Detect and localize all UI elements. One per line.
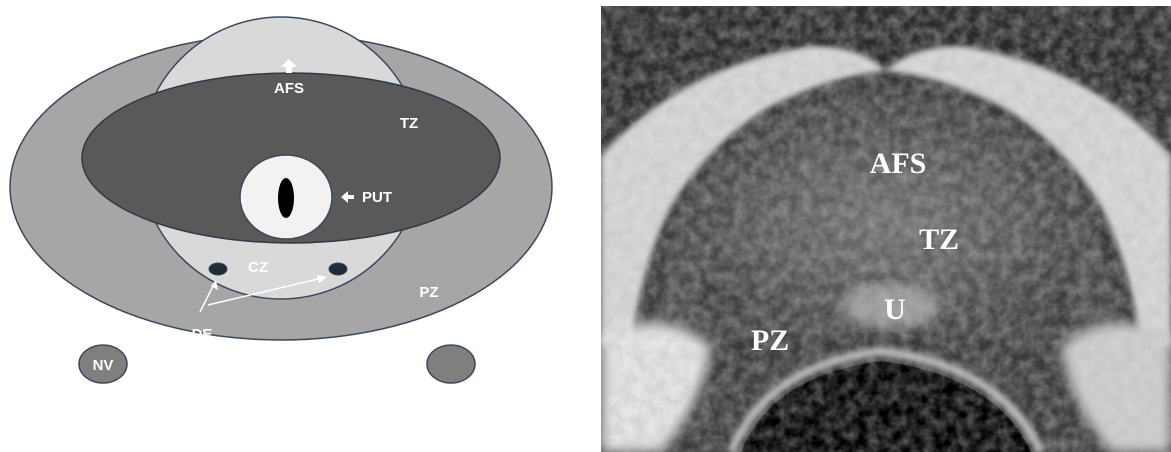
mri-tz-label: TZ	[919, 223, 959, 256]
mri-u-label: U	[884, 293, 906, 326]
urethra-lumen	[278, 178, 294, 218]
prostate-zonal-schematic: AFS TZ PUT CZ PZ DE NV	[0, 0, 590, 452]
de-label: DE	[192, 326, 213, 343]
ejaculatory-duct-left	[209, 263, 227, 275]
mri-pz-label: PZ	[751, 324, 789, 357]
neurovascular-bundle-right	[427, 345, 475, 383]
afs-label: AFS	[274, 80, 304, 97]
cz-label: CZ	[248, 259, 268, 276]
mri-texture	[601, 6, 1171, 452]
nv-label: NV	[93, 357, 114, 374]
tz-label: TZ	[400, 115, 418, 132]
ejaculatory-duct-right	[329, 263, 347, 275]
put-label: PUT	[362, 189, 392, 206]
mri-image: AFS TZ U PZ	[601, 6, 1171, 452]
mri-afs-label: AFS	[870, 147, 927, 180]
pz-label: PZ	[419, 284, 438, 301]
